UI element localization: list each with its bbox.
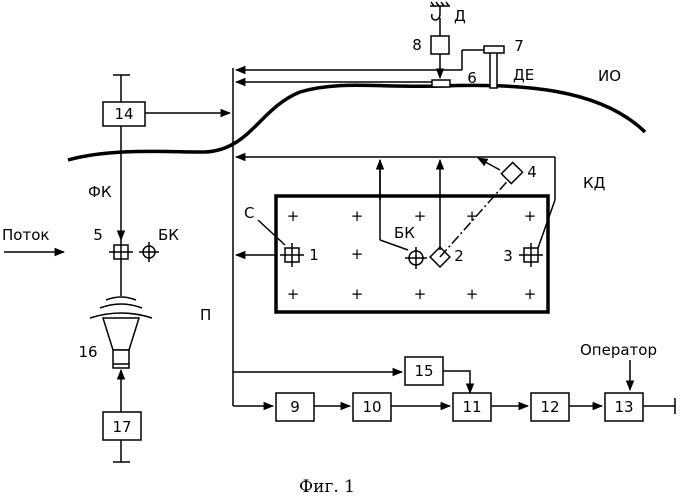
plus-mark: +	[287, 285, 300, 303]
label-bk-inner: БК	[394, 224, 415, 242]
label-16: 16	[78, 343, 97, 361]
d-hook	[432, 6, 440, 20]
wave-2	[100, 304, 142, 308]
label-12: 12	[540, 398, 559, 416]
plus-mark: +	[351, 285, 364, 303]
label-14: 14	[114, 105, 133, 123]
label-17: 17	[112, 418, 131, 436]
plus-mark: +	[287, 207, 300, 225]
element-4	[501, 162, 522, 183]
wave-1	[106, 297, 136, 300]
label-de: ДЕ	[513, 66, 534, 84]
label-bk-left: БК	[158, 226, 179, 244]
label-10: 10	[362, 398, 381, 416]
label-p: П	[200, 306, 211, 324]
figure-caption: Фиг. 1	[299, 477, 355, 497]
label-fk: ФК	[88, 183, 112, 201]
lamp-16-base	[113, 350, 129, 368]
plus-mark: +	[524, 285, 537, 303]
label-io: ИО	[598, 67, 621, 85]
label-9: 9	[290, 398, 300, 416]
lamp-16	[103, 318, 139, 350]
plus-mark: +	[414, 207, 427, 225]
label-13: 13	[614, 398, 633, 416]
label-d: Д	[454, 7, 466, 25]
label-6: 6	[467, 69, 477, 87]
label-kd: КД	[583, 174, 605, 192]
object-surface-curve	[68, 85, 645, 160]
sensor-6	[432, 80, 450, 87]
label-4: 4	[527, 163, 537, 181]
label-15: 15	[414, 362, 433, 380]
plus-mark: +	[351, 207, 364, 225]
label-2: 2	[454, 247, 464, 265]
plus-mark: +	[414, 285, 427, 303]
label-1: 1	[309, 246, 319, 264]
label-5: 5	[93, 226, 103, 244]
plus-mark: +	[524, 207, 537, 225]
plus-mark: +	[351, 245, 364, 263]
label-8: 8	[412, 36, 422, 54]
arrow-15-to-11	[443, 371, 470, 393]
plus-mark: +	[466, 285, 479, 303]
label-operator: Оператор	[580, 341, 657, 359]
label-7: 7	[514, 37, 524, 55]
label-flow: Поток	[2, 226, 49, 244]
label-3: 3	[503, 247, 513, 265]
label-s: С	[244, 204, 254, 222]
arrow-4-to-kd	[478, 158, 500, 170]
block-8	[431, 36, 449, 54]
label-11: 11	[462, 398, 481, 416]
sensor-7-post	[490, 52, 497, 88]
sensor-7-cap	[484, 46, 504, 53]
